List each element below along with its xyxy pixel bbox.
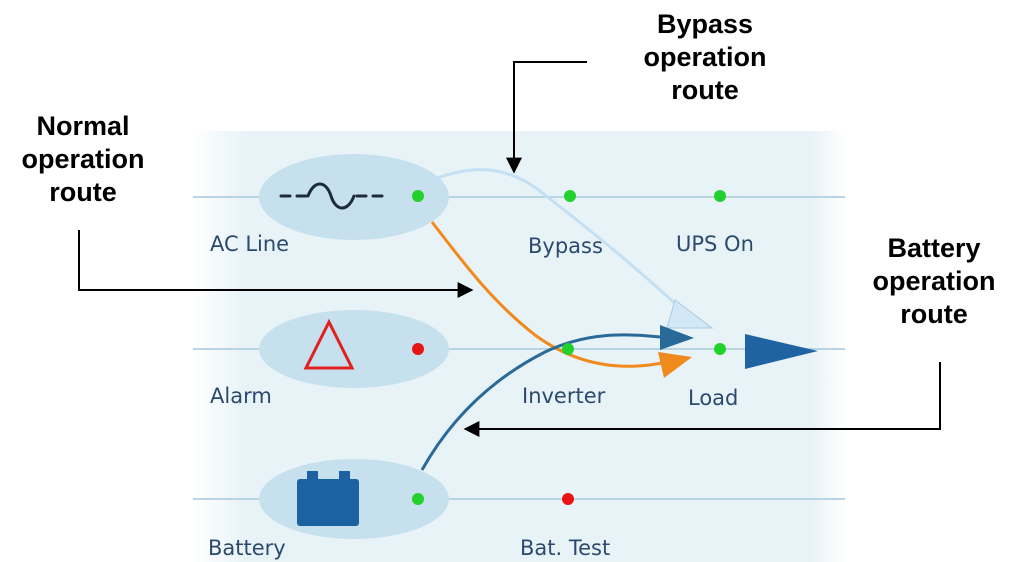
ac-line-label: AC Line [210,232,290,256]
alarm-label: Alarm [210,384,272,408]
battery-route-arrowhead [660,325,694,350]
inverter-led [562,343,574,355]
alarm-led [412,343,424,355]
bat-test-led [562,493,574,505]
battery-led [412,493,424,505]
battery-icon [297,471,359,526]
warning-triangle-icon [303,318,355,370]
battery-route-line [420,333,661,471]
bypass-callout-arrow [506,61,587,174]
battery-callout-arrow [463,362,941,437]
ups-on-led [714,190,726,202]
load-label: Load [688,386,739,410]
bypass-route-arrowhead [666,299,714,329]
sine-wave-icon [279,182,384,210]
battery-route-label: Battery operation route [872,233,996,329]
bypass-route-line [429,168,697,324]
ac-line-led [412,190,424,202]
load-output-arrow [745,334,818,369]
normal-callout-arrow [78,230,474,298]
bat-test-label: Bat. Test [520,536,611,560]
ups-on-label: UPS On [676,232,754,256]
battery-label: Battery [208,536,286,560]
normal-route-line [430,221,663,368]
bypass-label: Bypass [528,234,603,258]
inverter-label: Inverter [522,384,606,408]
load-led [714,343,726,355]
bypass-route-label: Bypass operation route [643,9,767,105]
normal-route-label: Normal operation route [21,111,145,207]
bypass-led [564,190,576,202]
normal-route-arrowhead [658,352,692,378]
